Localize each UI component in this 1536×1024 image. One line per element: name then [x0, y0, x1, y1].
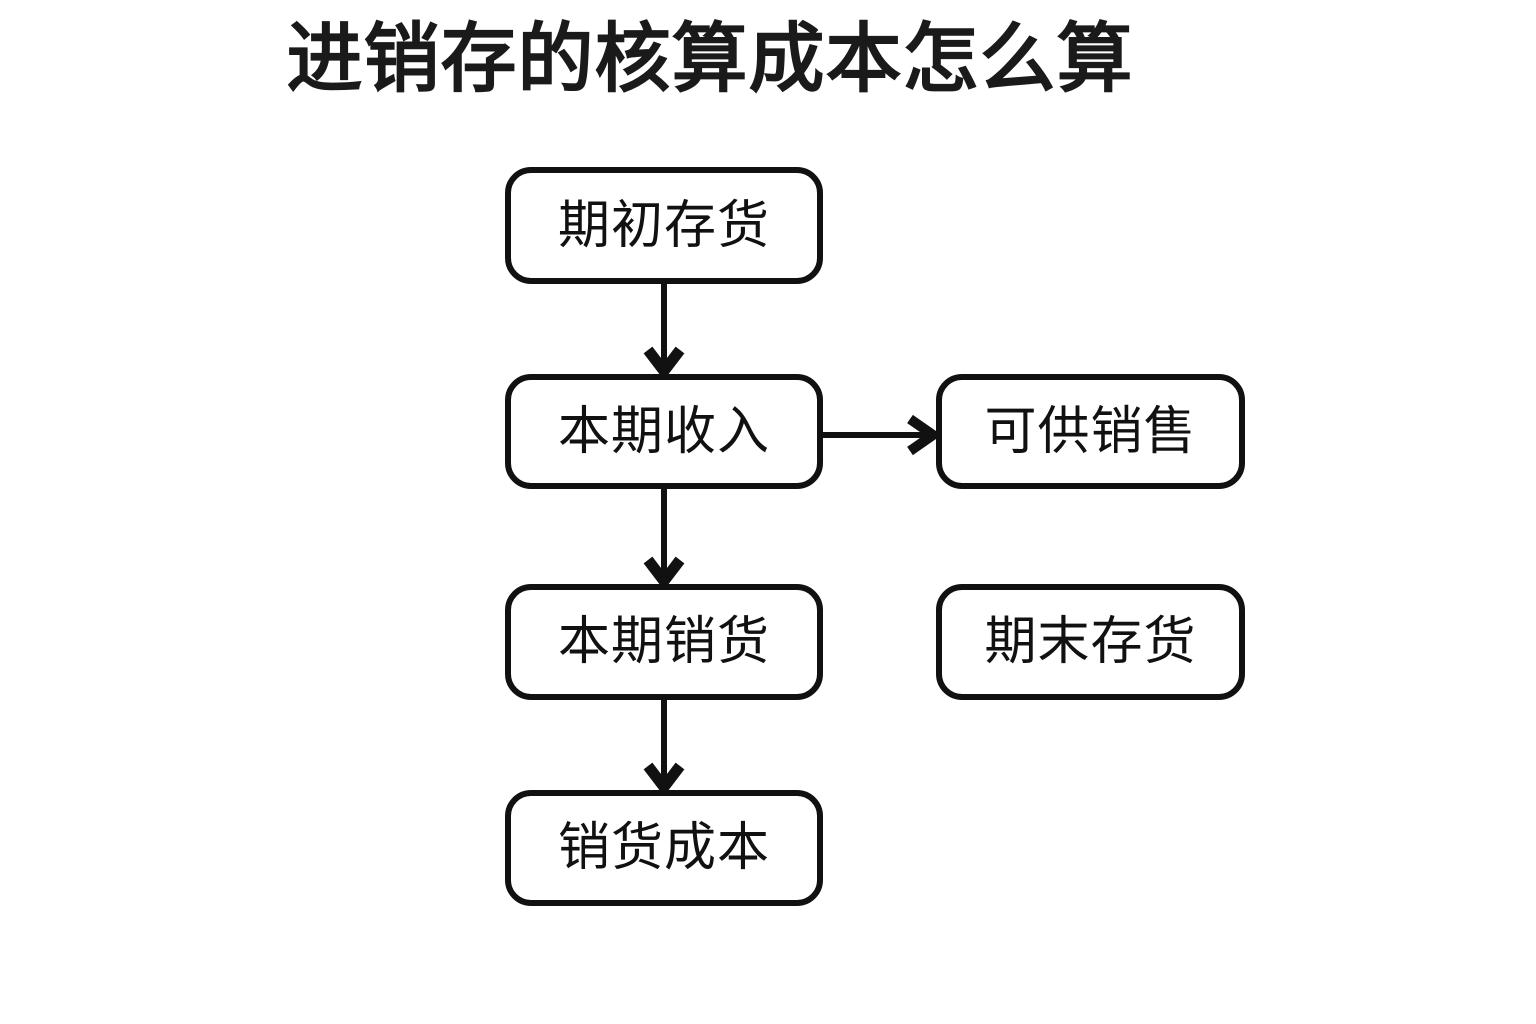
node-ending-inventory[interactable]: 期末存货	[936, 584, 1245, 700]
node-label: 可供销售	[984, 402, 1197, 461]
node-label: 期末存货	[984, 613, 1197, 671]
edge-income-to-sales	[643, 489, 685, 591]
node-period-sales[interactable]: 本期销货	[505, 584, 823, 700]
node-label: 期初存货	[557, 196, 770, 255]
node-available-for-sale[interactable]: 可供销售	[936, 374, 1245, 489]
page-title: 进销存的核算成本怎么算	[286, 17, 1134, 102]
node-label: 本期销货	[557, 613, 770, 671]
node-label: 本期收入	[557, 402, 770, 461]
node-beginning-inventory[interactable]: 期初存货	[505, 167, 823, 284]
edge-sales-to-cost	[643, 700, 685, 797]
node-cost-of-sales[interactable]: 销货成本	[505, 790, 823, 906]
node-period-income[interactable]: 本期收入	[505, 374, 823, 489]
edge-beginning-to-income	[643, 284, 685, 381]
edge-income-to-available	[823, 414, 942, 456]
node-label: 销货成本	[557, 819, 770, 877]
